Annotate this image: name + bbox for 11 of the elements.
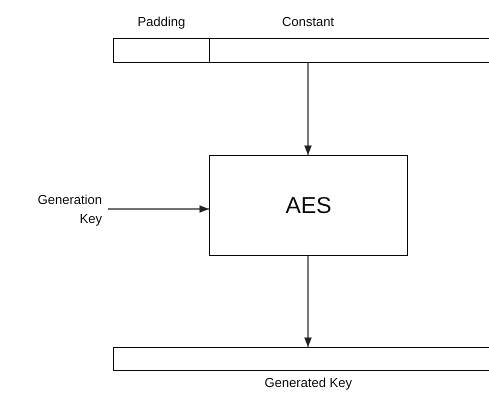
arrow bbox=[108, 205, 209, 213]
arrow bbox=[304, 63, 312, 155]
arrow bbox=[304, 256, 312, 347]
bar-segment bbox=[209, 38, 489, 63]
input-label: Generation Key bbox=[30, 190, 102, 228]
field-label: Generated Key bbox=[264, 375, 352, 390]
bar-segment bbox=[113, 38, 210, 63]
process-box: AES bbox=[209, 155, 408, 256]
field-label: Padding bbox=[138, 14, 186, 29]
field-label: Constant bbox=[282, 14, 334, 29]
bar-segment bbox=[113, 347, 489, 371]
